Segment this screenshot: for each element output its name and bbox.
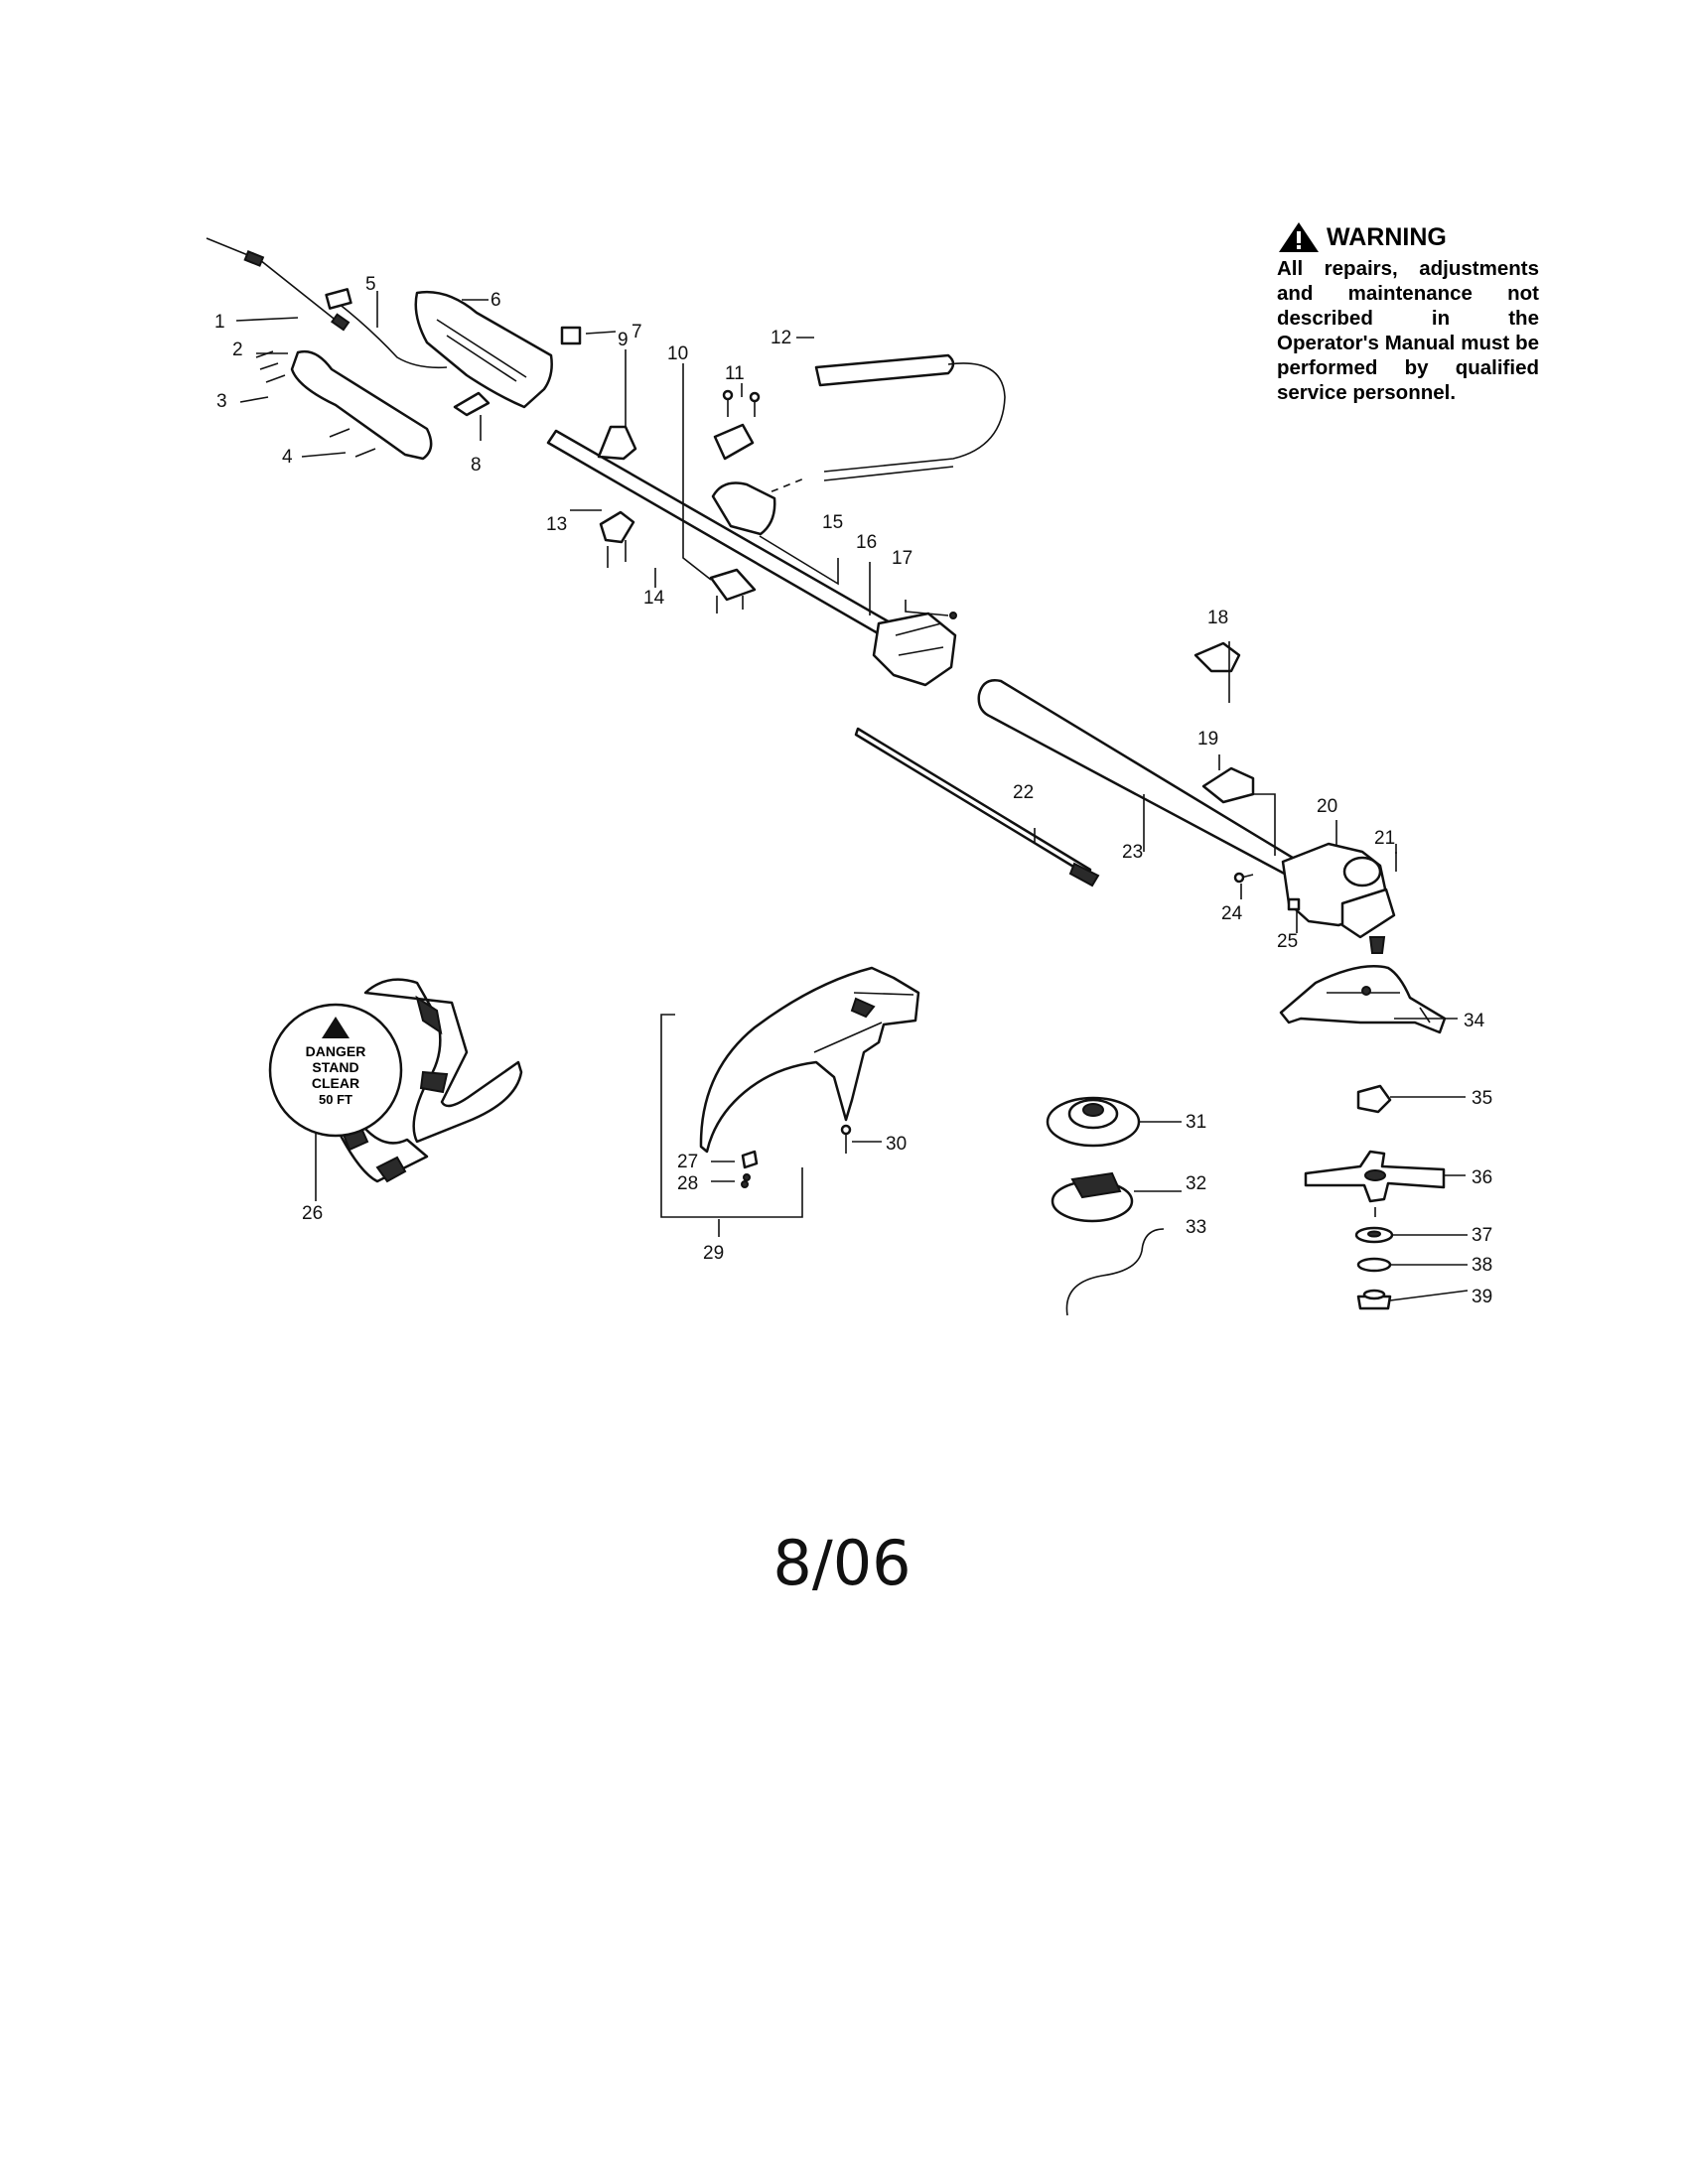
throttle-cable <box>206 237 344 327</box>
trimmer-line <box>1065 1228 1165 1316</box>
trimmer-head-group <box>1046 1096 1165 1316</box>
strap-label-line1: DANGER <box>306 1043 366 1059</box>
leader-lines <box>235 291 1469 1301</box>
part-number-27: 27 <box>677 1152 698 1172</box>
shoulder-strap-group: DANGER STAND CLEAR 50 FT <box>268 978 523 1183</box>
part-number-12: 12 <box>771 328 791 348</box>
warning-heading: WARNING <box>1277 220 1539 254</box>
upper-shaft-group <box>546 353 1006 687</box>
part-number-10: 10 <box>667 343 688 364</box>
part-number-18: 18 <box>1207 608 1228 628</box>
part-number-9: 9 <box>618 330 629 350</box>
lower-shaft-group <box>854 641 1397 954</box>
part-number-33: 33 <box>1186 1217 1206 1238</box>
part-number-36: 36 <box>1472 1167 1492 1188</box>
ignition-wire <box>337 302 448 369</box>
part-number-24: 24 <box>1221 903 1243 924</box>
part-number-28: 28 <box>677 1173 698 1194</box>
part-number-8: 8 <box>471 455 482 476</box>
strap-label-line3: CLEAR <box>312 1075 359 1091</box>
part-number-22: 22 <box>1013 782 1034 803</box>
part-number-6: 6 <box>491 290 501 311</box>
part-number-19: 19 <box>1197 729 1218 750</box>
debris-shield <box>699 966 920 1154</box>
part-number-labels: 1 2 3 4 5 6 7 8 9 10 11 12 13 14 15 16 1… <box>214 274 1492 1307</box>
part-number-23: 23 <box>1122 842 1143 863</box>
warning-title: WARNING <box>1327 222 1447 251</box>
debris-shield-group <box>660 966 920 1218</box>
part-number-37: 37 <box>1472 1225 1492 1246</box>
handle-clamp-block <box>711 481 776 536</box>
shaft-coupler <box>872 612 957 687</box>
part-number-15: 15 <box>822 512 843 533</box>
part-number-5: 5 <box>365 274 376 295</box>
part-number-35: 35 <box>1472 1088 1492 1109</box>
handle-half-left <box>290 349 433 461</box>
strap-label-line2: STAND <box>312 1059 358 1075</box>
assist-handle-grip <box>814 353 955 387</box>
date-stamp: 8/06 <box>772 1527 912 1599</box>
assist-handle-bar <box>823 362 1006 473</box>
part-number-34: 34 <box>1464 1011 1485 1031</box>
upper-shaft <box>546 429 901 643</box>
part-number-14: 14 <box>643 588 665 609</box>
part-number-26: 26 <box>302 1203 323 1224</box>
part-number-11: 11 <box>725 363 745 384</box>
stop-switch <box>560 326 582 345</box>
nut-small <box>1287 897 1301 911</box>
blade-washer-2 <box>1356 1257 1392 1273</box>
part-number-4: 4 <box>282 447 293 468</box>
danger-label-disc <box>268 1003 403 1138</box>
part-number-25: 25 <box>1277 931 1298 952</box>
part-number-17: 17 <box>892 548 912 569</box>
throttle-handle-group <box>206 237 582 461</box>
blade-kit-group <box>1279 965 1447 1310</box>
warning-text: All repairs, adjustments and maintenance… <box>1277 257 1539 404</box>
warning-triangle-icon <box>1279 222 1319 252</box>
shield-bracket <box>1201 766 1255 804</box>
strap-label-line4: 50 FT <box>319 1092 352 1107</box>
part-number-31: 31 <box>1186 1112 1206 1133</box>
part-number-7: 7 <box>632 322 642 342</box>
part-number-20: 20 <box>1317 796 1337 817</box>
shaft-screw <box>949 612 957 619</box>
part-number-21: 21 <box>1374 828 1395 849</box>
throttle-trigger <box>453 391 491 417</box>
flex-drive-shaft <box>854 727 1092 878</box>
part-number-39: 39 <box>1472 1287 1492 1307</box>
danger-triangle-icon <box>322 1017 350 1038</box>
part-number-30: 30 <box>886 1134 907 1155</box>
part-number-38: 38 <box>1472 1255 1492 1276</box>
part-number-32: 32 <box>1186 1173 1206 1194</box>
part-number-1: 1 <box>214 312 225 333</box>
shield-clip <box>741 1150 759 1169</box>
part-number-29: 29 <box>703 1243 724 1264</box>
wing-knob <box>1193 641 1241 673</box>
blade-guard <box>1279 965 1447 1034</box>
blade-nut <box>1356 1084 1392 1114</box>
part-number-3: 3 <box>216 391 227 412</box>
handle-bracket <box>713 423 755 461</box>
shoulder-strap <box>363 978 523 1144</box>
part-number-13: 13 <box>546 514 567 535</box>
handle-clamp-lower <box>599 510 635 544</box>
warning-notice: WARNING All repairs, adjustments and mai… <box>1277 220 1539 405</box>
handle-clamp-upper <box>597 425 637 461</box>
part-number-2: 2 <box>232 340 243 360</box>
part-number-16: 16 <box>856 532 877 553</box>
